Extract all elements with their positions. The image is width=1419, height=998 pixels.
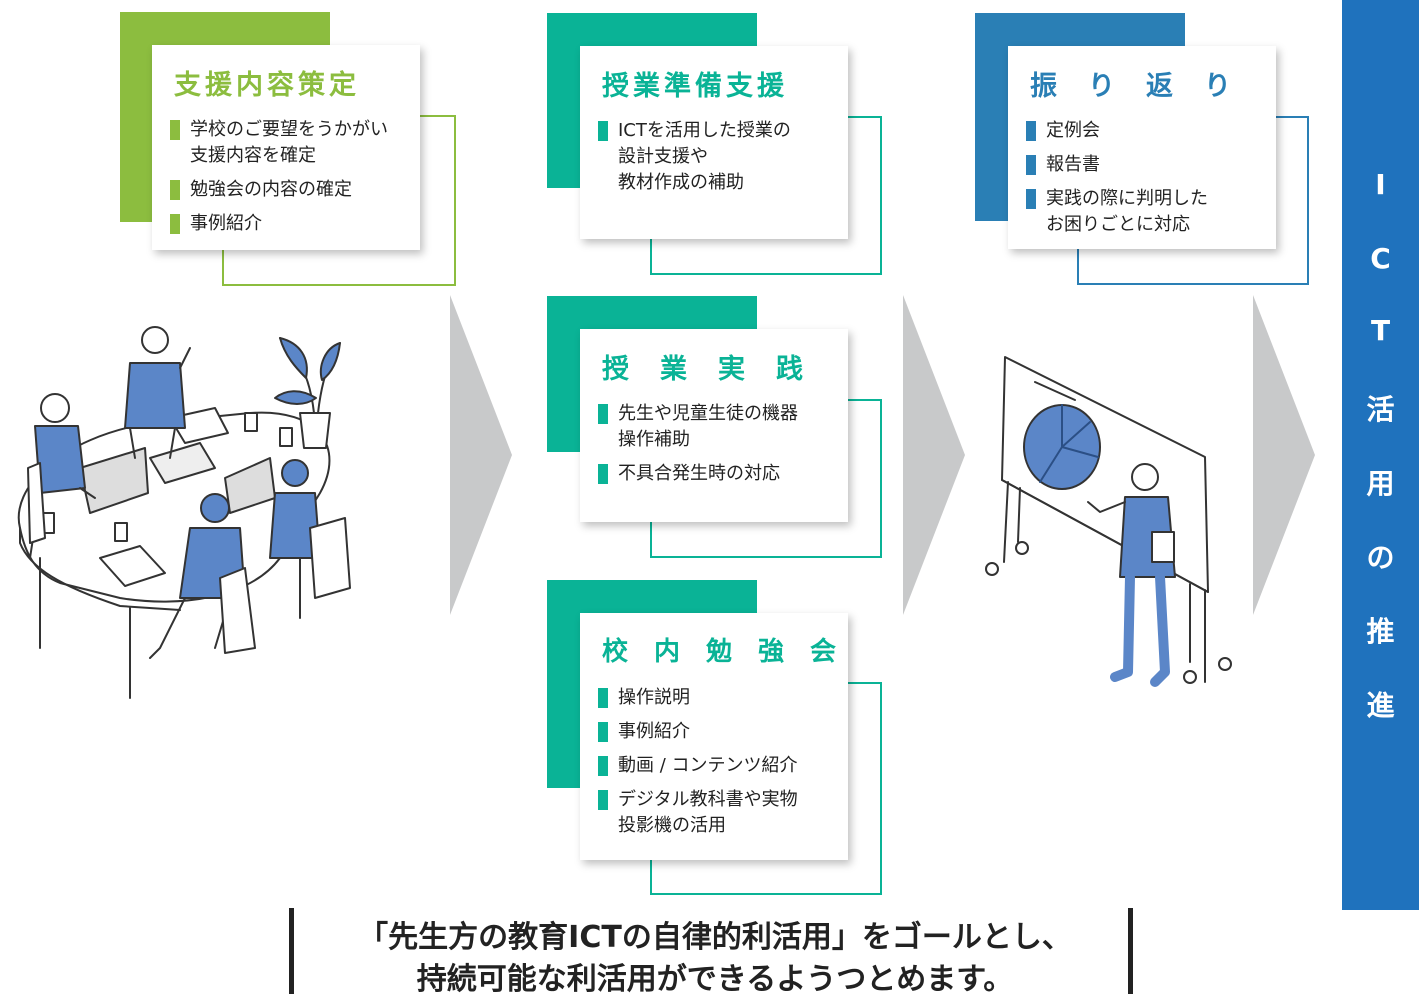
chevron-arrow-icon [450,295,512,615]
card-plan-list: 学校のご要望をうかがい 支援内容を確定勉強会の内容の確定事例紹介 [170,117,410,245]
list-item: 定例会 [1026,118,1266,144]
card-practice-body: 授 業 実 践 先生や児童生徒の機器 操作補助不具合発生時の対応 [580,329,848,522]
card-study-body: 校 内 勉 強 会 操作説明事例紹介動画 / コンテンツ紹介デジタル教科書や実物… [580,613,848,860]
list-item: 不具合発生時の対応 [598,461,838,487]
card-plan-body: 支援内容策定 学校のご要望をうかがい 支援内容を確定勉強会の内容の確定事例紹介 [152,45,420,250]
list-item: 事例紹介 [598,719,838,745]
bullet-marker [598,790,608,810]
list-item: 実践の際に判明した お困りごとに対応 [1026,186,1266,238]
list-item: ICTを活用した授業の 設計支援や 教材作成の補助 [598,118,838,196]
list-item-text: 操作説明 [618,687,690,708]
card-prep-title: 授業準備支援 [602,71,788,102]
list-item: 動画 / コンテンツ紹介 [598,753,838,779]
list-item-text: 事例紹介 [618,721,690,742]
card-practice-list: 先生や児童生徒の機器 操作補助不具合発生時の対応 [598,401,838,495]
card-practice-title: 授 業 実 践 [602,354,805,385]
list-item: 勉強会の内容の確定 [170,177,410,203]
banner-char: T [1370,314,1391,347]
list-item: 操作説明 [598,685,838,711]
banner-char: C [1370,242,1391,275]
list-item-text: 定例会 [1046,120,1100,141]
side-banner: I C T 活 用 の 推 進 [1342,0,1419,910]
list-item: 学校のご要望をうかがい 支援内容を確定 [170,117,410,169]
bullet-marker [170,180,180,200]
card-prep-list: ICTを活用した授業の 設計支援や 教材作成の補助 [598,118,838,204]
bullet-marker [598,756,608,776]
card-plan-title: 支援内容策定 [174,70,360,101]
bullet-marker [598,688,608,708]
goal-statement-line2: 持続可能な利活用ができるようつとめます。 [416,962,1014,997]
bullet-marker [170,120,180,140]
bullet-marker [1026,121,1036,141]
goal-statement-line1: 「先生方の教育ICTの自律的利活用」をゴールとし、 [358,920,1072,955]
bottom-bracket-right [1128,908,1133,994]
card-study-title: 校 内 勉 強 会 [602,637,837,667]
bullet-marker [598,722,608,742]
list-item: デジタル教科書や実物 投影機の活用 [598,787,838,839]
bullet-marker [170,214,180,234]
presenter-illustration-icon [985,356,1232,687]
card-study-list: 操作説明事例紹介動画 / コンテンツ紹介デジタル教科書や実物 投影機の活用 [598,685,838,847]
list-item-text: 学校のご要望をうかがい 支援内容を確定 [190,119,388,166]
list-item-text: 先生や児童生徒の機器 操作補助 [618,403,798,450]
meeting-illustration-icon [17,326,351,699]
banner-char: 用 [1366,467,1395,500]
list-item-text: デジタル教科書や実物 投影機の活用 [618,789,798,836]
banner-char: 推 [1366,615,1395,648]
list-item: 先生や児童生徒の機器 操作補助 [598,401,838,453]
card-review-list: 定例会報告書実践の際に判明した お困りごとに対応 [1026,118,1266,246]
list-item: 事例紹介 [170,211,410,237]
card-prep-body: 授業準備支援 ICTを活用した授業の 設計支援や 教材作成の補助 [580,46,848,239]
list-item: 報告書 [1026,152,1266,178]
bullet-marker [598,121,608,141]
banner-char: 進 [1366,689,1395,722]
bottom-bracket-left [289,908,294,994]
card-review-body: 振 り 返 り 定例会報告書実践の際に判明した お困りごとに対応 [1008,46,1276,249]
list-item-text: ICTを活用した授業の 設計支援や 教材作成の補助 [618,120,791,193]
chevron-arrow-icon [1253,295,1315,615]
bullet-marker [598,464,608,484]
banner-char: 活 [1366,393,1395,426]
bullet-marker [1026,155,1036,175]
bullet-marker [1026,189,1036,209]
bullet-marker [598,404,608,424]
list-item-text: 動画 / コンテンツ紹介 [618,755,798,776]
list-item-text: 実践の際に判明した お困りごとに対応 [1046,188,1208,235]
list-item-text: 勉強会の内容の確定 [190,179,352,200]
list-item-text: 不具合発生時の対応 [618,463,780,484]
list-item-text: 報告書 [1046,154,1100,175]
list-item-text: 事例紹介 [190,213,262,234]
card-review-title: 振 り 返 り [1030,71,1233,102]
banner-char: の [1366,541,1395,574]
banner-char: I [1375,168,1386,201]
chevron-arrow-icon [903,295,965,615]
